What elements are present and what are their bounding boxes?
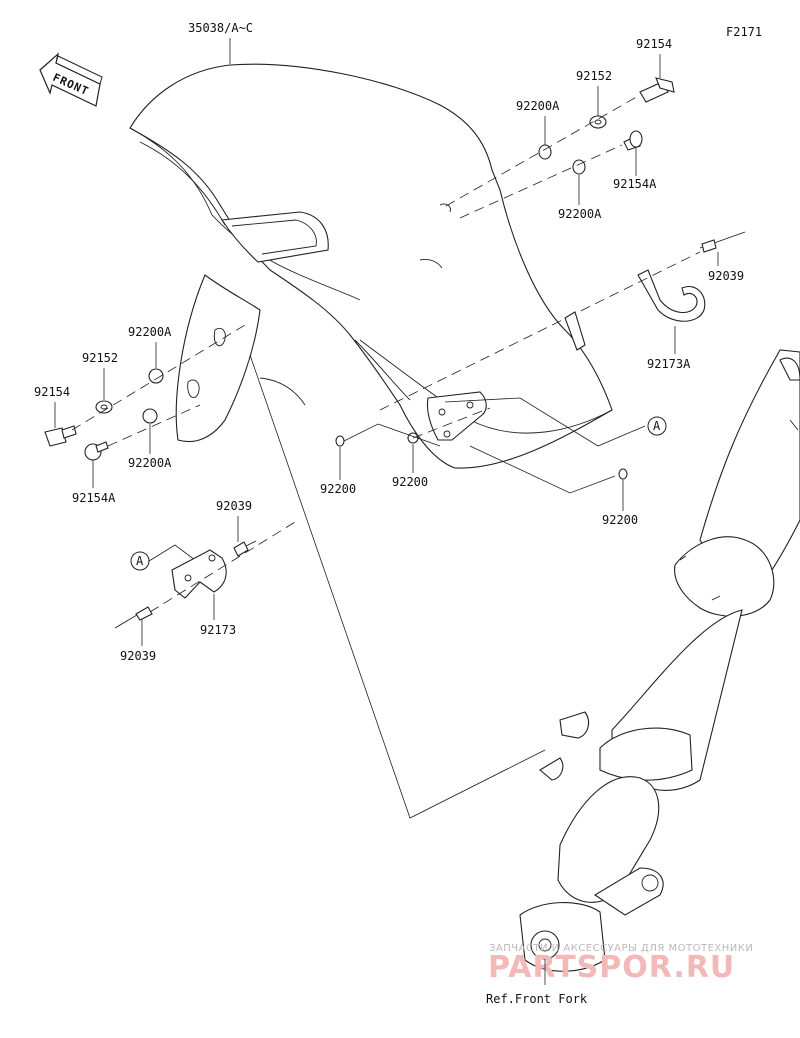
bolt-92154a-left <box>84 441 109 461</box>
grommet-92200a-left1 <box>148 368 164 384</box>
nut-92200-1 <box>335 435 345 447</box>
label-washer-top: 92152 <box>576 69 612 83</box>
ref-front-fork: Ref.Front Fork <box>486 992 588 1006</box>
label-nut-1: 92200 <box>320 482 356 496</box>
label-rivet-right: 92039 <box>708 269 744 283</box>
label-bolt-top: 92154 <box>636 37 672 51</box>
label-rivet-left-bottom: 92039 <box>120 649 156 663</box>
rivet-92039-right <box>699 231 746 253</box>
grommet-92200a-top2 <box>572 159 586 175</box>
label-grommet-left2: 92200A <box>128 456 172 470</box>
watermark-caption: ЗАПЧАСТИ И АКСЕССУАРЫ ДЛЯ МОТОТЕХНИКИ <box>489 943 753 954</box>
front-arrow-icon: FRONT <box>39 52 103 107</box>
label-grommet-top2: 92200A <box>558 207 602 221</box>
rivet-92039-left-top <box>233 540 257 557</box>
label-bolt-a-top: 92154A <box>613 177 657 191</box>
label-grommet-left1: 92200A <box>128 325 172 339</box>
ref-a-left-text: A <box>136 554 144 568</box>
ref-circle-a-left: A <box>130 551 150 571</box>
nut-92200-3 <box>618 468 628 480</box>
bracket-92173 <box>171 549 227 599</box>
grommet-92200a-left2 <box>142 408 158 424</box>
ref-circle-a-right: A <box>647 416 667 436</box>
washer-92152-left <box>95 400 113 414</box>
watermark-logo: PARTSPOR.RU <box>488 950 735 985</box>
bolt-92154-left <box>44 425 77 447</box>
figure-code: F2171 <box>726 25 762 39</box>
rivet-92039-left-bottom <box>114 606 153 629</box>
label-washer-left: 92152 <box>82 351 118 365</box>
bracket-92173a <box>637 269 706 322</box>
label-rivet-left-top: 92039 <box>216 499 252 513</box>
front-fork <box>519 349 800 972</box>
label-bracket-right: 92173A <box>647 357 691 371</box>
label-bracket-left: 92173 <box>200 623 236 637</box>
label-nut-3: 92200 <box>602 513 638 527</box>
ref-a-right-text: A <box>653 419 661 433</box>
label-bolt-a-left: 92154A <box>72 491 116 505</box>
bolt-92154a-top <box>623 130 643 151</box>
label-fender: 35038/A~C <box>188 21 253 35</box>
label-bolt-left: 92154 <box>34 385 70 399</box>
label-grommet-top: 92200A <box>516 99 560 113</box>
label-nut-2: 92200 <box>392 475 428 489</box>
bolt-92154-top <box>639 77 675 103</box>
front-fender <box>129 63 613 469</box>
